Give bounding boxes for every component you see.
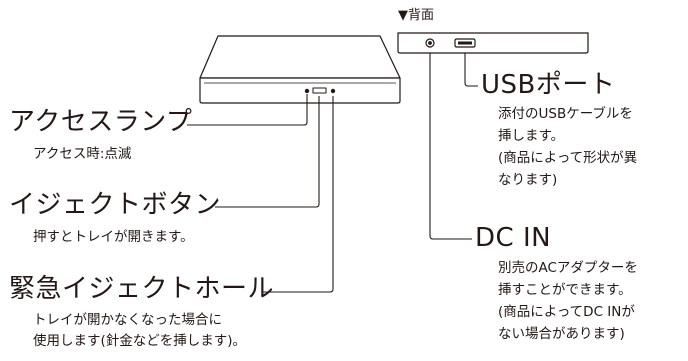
drive-front-panel <box>199 77 401 104</box>
dc-in-desc-2: 挿すことができます。 <box>498 282 632 298</box>
back-view-label: ▼背面 <box>398 8 434 23</box>
leader-access-lamp <box>187 94 308 126</box>
access-lamp-title: アクセスランプ <box>9 107 193 137</box>
drive-top-surface <box>199 35 401 79</box>
leader-eject-button <box>215 96 320 208</box>
emergency-eject-desc-2: 使用します(針金などを挿します)。 <box>33 333 247 349</box>
leader-usb-port <box>464 53 478 87</box>
usb-port-desc-2: 挿します。 <box>498 128 565 144</box>
eject-button-shape <box>312 87 327 94</box>
drive-back-panel <box>397 32 589 54</box>
usb-port-desc-4: なります) <box>498 172 558 188</box>
access-lamp-shape <box>304 88 310 94</box>
dc-in-desc-3: (商品によってDC INが <box>498 304 635 320</box>
dc-in-desc-1: 別売のACアダプターを <box>498 260 638 276</box>
usb-port-desc-1: 添付のUSBケーブルを <box>498 106 633 122</box>
emergency-eject-hole-shape <box>330 88 336 94</box>
leader-lines <box>187 53 478 293</box>
emergency-eject-title: 緊急イジェクトホール <box>9 274 275 304</box>
dc-in-title: DC IN <box>475 223 552 253</box>
dc-in-desc-4: ない場合があります) <box>498 326 625 342</box>
usb-port-title: USBポート <box>481 70 616 100</box>
leader-emergency-eject <box>262 96 334 293</box>
drive-back-illustration <box>397 32 589 54</box>
eject-button-desc: 押すとトレイが開きます。 <box>33 229 194 245</box>
usb-port-desc-3: (商品によって形状が異 <box>498 150 638 166</box>
eject-button-title: イジェクトボタン <box>9 190 222 220</box>
emergency-eject-desc-1: トレイが開かなくなった場合に <box>33 312 222 328</box>
access-lamp-desc: アクセス時:点滅 <box>33 146 132 162</box>
drive-front-illustration <box>199 35 401 104</box>
leader-dc-in <box>429 53 472 240</box>
